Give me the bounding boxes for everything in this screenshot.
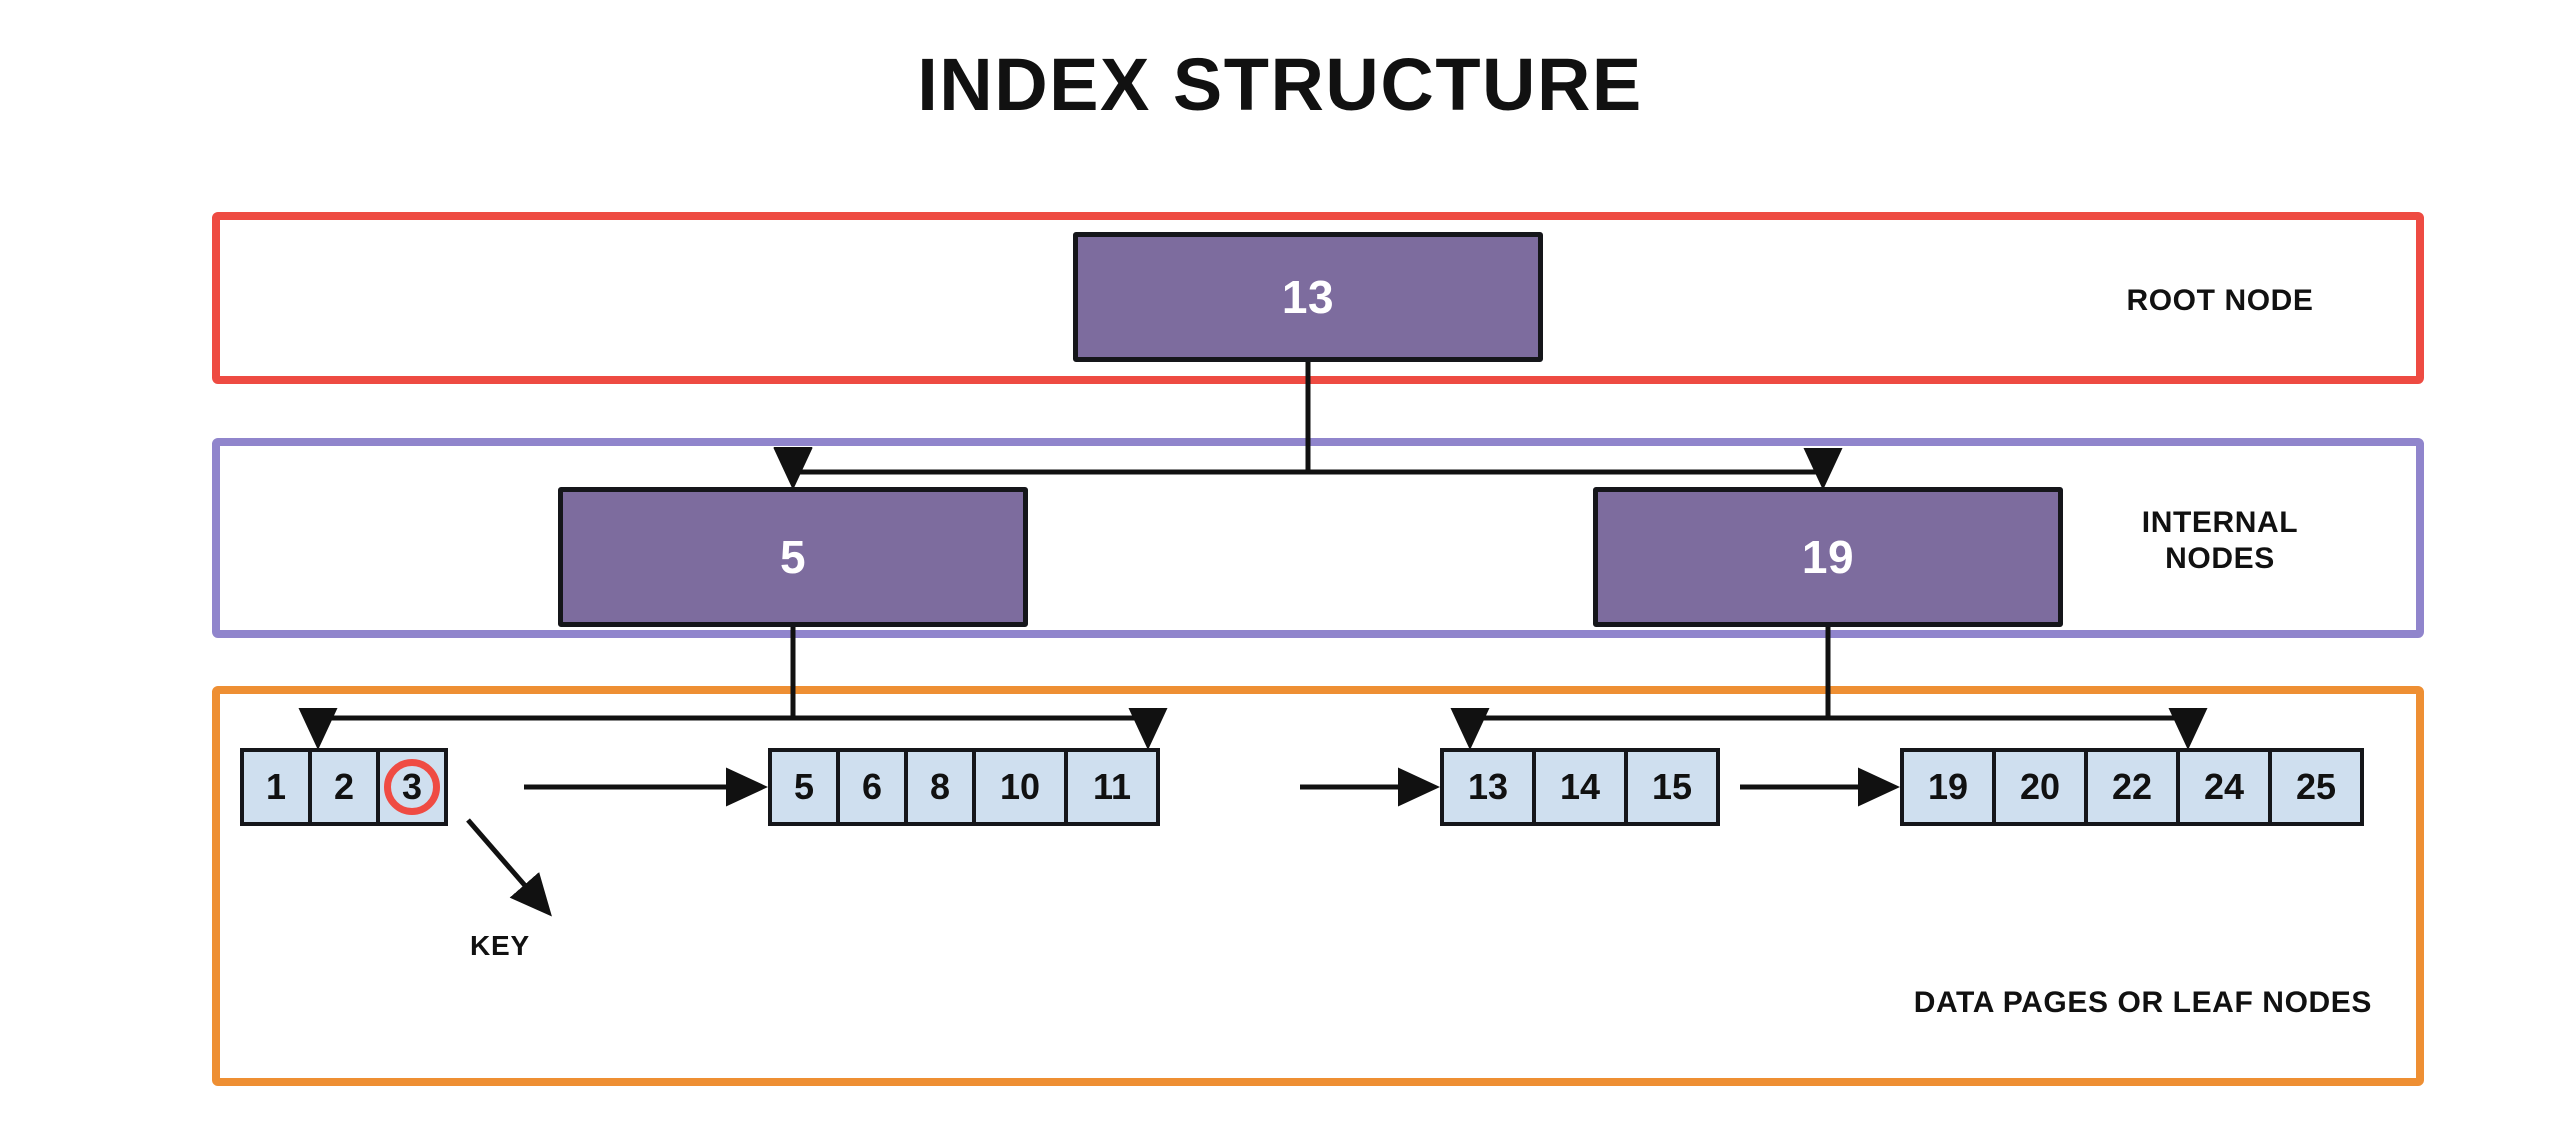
leaf-cell[interactable]: 6 (836, 748, 908, 826)
leaf-cell[interactable]: 13 (1440, 748, 1536, 826)
leaf-group-3: 13 14 15 (1440, 748, 1720, 826)
leaf-cell[interactable]: 8 (904, 748, 976, 826)
leaf-cell[interactable]: 25 (2268, 748, 2364, 826)
leaf-cell[interactable]: 11 (1064, 748, 1160, 826)
leaf-cell[interactable]: 10 (972, 748, 1068, 826)
leaf-cell-key[interactable]: 3 (376, 748, 448, 826)
page-title: INDEX STRUCTURE (917, 43, 1643, 126)
leaf-cell[interactable]: 20 (1992, 748, 2088, 826)
leaf-cell[interactable]: 14 (1532, 748, 1628, 826)
key-highlight-ring (384, 759, 440, 815)
leaf-cell[interactable]: 24 (2176, 748, 2272, 826)
root-node-label: ROOT NODE (2126, 284, 2314, 317)
internal-node-5[interactable]: 5 (558, 487, 1028, 627)
leaf-cell[interactable]: 5 (768, 748, 840, 826)
leaf-cell[interactable]: 15 (1624, 748, 1720, 826)
internal-node-19[interactable]: 19 (1593, 487, 2063, 627)
leaf-cell[interactable]: 2 (308, 748, 380, 826)
leaf-cell[interactable]: 19 (1900, 748, 1996, 826)
leaf-cell[interactable]: 22 (2084, 748, 2180, 826)
internal-nodes-label: INTERNAL NODES (2141, 506, 2299, 575)
leaf-nodes-label: DATA PAGES OR LEAF NODES (1913, 986, 2372, 1019)
leaf-group-4: 19 20 22 24 25 (1900, 748, 2364, 826)
key-annotation-label: KEY (470, 930, 530, 961)
leaf-group-2: 5 6 8 10 11 (768, 748, 1160, 826)
root-node-13[interactable]: 13 (1073, 232, 1543, 362)
leaf-group-1: 1 2 3 (240, 748, 448, 826)
leaf-cell[interactable]: 1 (240, 748, 312, 826)
leaf-nodes-band (212, 686, 2424, 1086)
